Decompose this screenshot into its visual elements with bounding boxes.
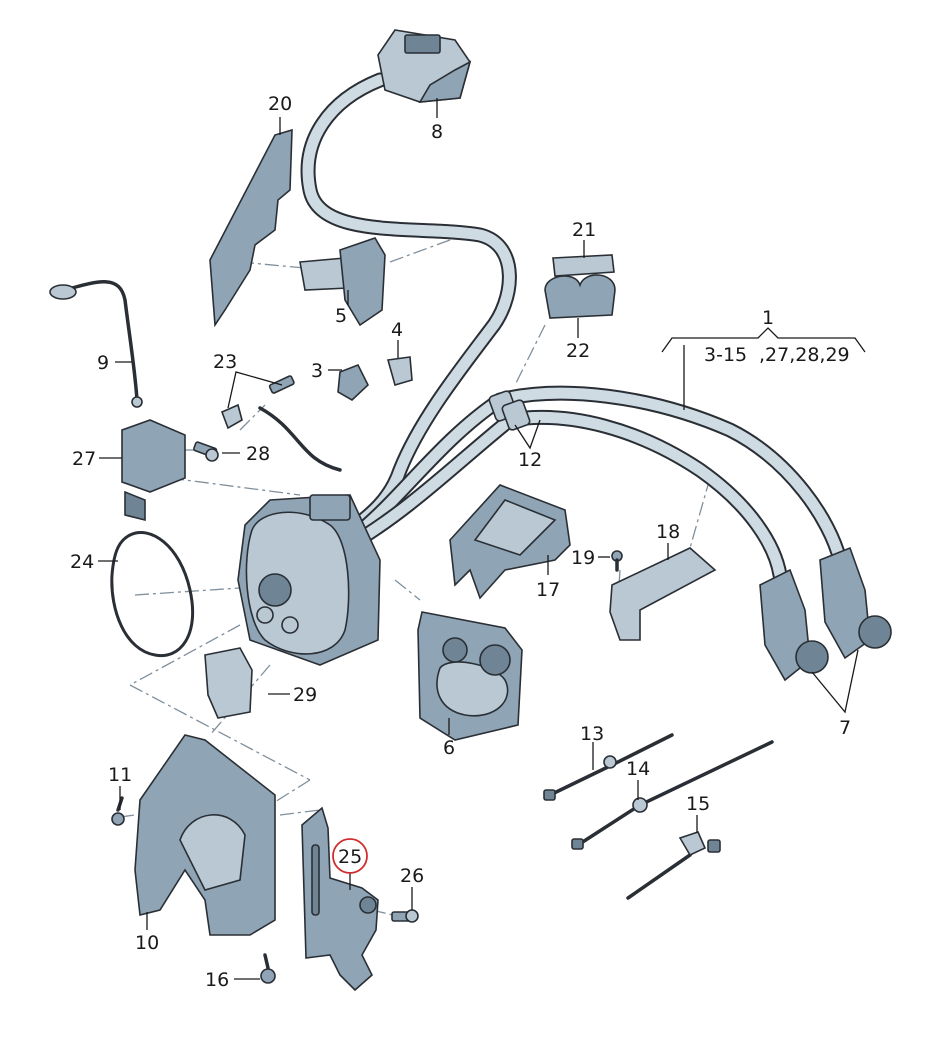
part-20-gasket [209,128,293,328]
label-29[interactable]: 29 [293,684,317,706]
part-15-cable-tie [626,831,721,900]
part-29-cap [204,647,253,719]
part-21-22-clips [544,254,616,319]
part-28-screw [193,441,219,462]
part-5-grommet [299,237,386,327]
part-27-module [121,419,186,522]
label-3[interactable]: 3 [311,360,323,382]
label-16[interactable]: 16 [205,969,229,991]
label-24[interactable]: 24 [70,551,94,573]
label-4[interactable]: 4 [391,319,403,341]
part-8-connector [377,29,472,103]
label-26[interactable]: 26 [400,865,424,887]
label-17[interactable]: 17 [536,579,560,601]
label-15[interactable]: 15 [686,793,710,815]
label-5[interactable]: 5 [335,305,347,327]
label-1-includes-a: 3-15 [704,344,747,366]
part-17-bracket [449,484,571,600]
label-27[interactable]: 27 [72,448,96,470]
part-24-seal [110,530,195,658]
leader-lines [98,98,866,980]
part-25-bracket [301,806,379,992]
label-22[interactable]: 22 [566,340,590,362]
label-19[interactable]: 19 [571,547,595,569]
label-6[interactable]: 6 [443,737,455,759]
part-19-screw [611,550,623,572]
label-1[interactable]: 1 [762,307,774,329]
label-18[interactable]: 18 [656,521,680,543]
part-10-bracket [134,734,276,936]
part-9-ground-wire [49,280,143,408]
part-4-clip [386,356,413,386]
part-13-cable-tie [543,733,674,801]
part-3-cap [337,363,369,401]
part-7-connectors [759,546,892,682]
part-16-screw [260,953,276,984]
label-9[interactable]: 9 [97,352,109,374]
label-11[interactable]: 11 [108,764,132,786]
label-28[interactable]: 28 [246,443,270,465]
label-13[interactable]: 13 [580,723,604,745]
part-23-ground-wire [220,375,342,472]
wiring-harness-1 [300,72,848,583]
label-20[interactable]: 20 [268,93,292,115]
part-6-cover-plate [417,611,523,741]
part-26-screw [391,909,419,923]
part-14-cable-tie [571,740,774,850]
label-25[interactable]: 25 [338,846,362,868]
label-1-includes-b: ,27,28,29 [759,344,850,366]
part-11-screw [111,796,125,826]
label-23[interactable]: 23 [213,351,237,373]
label-8[interactable]: 8 [431,121,443,143]
label-12[interactable]: 12 [518,449,542,471]
label-14[interactable]: 14 [626,758,650,780]
highlight-circle-25 [332,838,368,874]
label-21[interactable]: 21 [572,219,596,241]
part-18-bracket [609,547,717,641]
label-10[interactable]: 10 [135,932,159,954]
part-labels: 1 3-15 ,27,28,29 3 4 5 6 7 8 9 10 11 12 … [70,93,851,991]
charging-socket [237,494,381,666]
label-7[interactable]: 7 [839,717,851,739]
